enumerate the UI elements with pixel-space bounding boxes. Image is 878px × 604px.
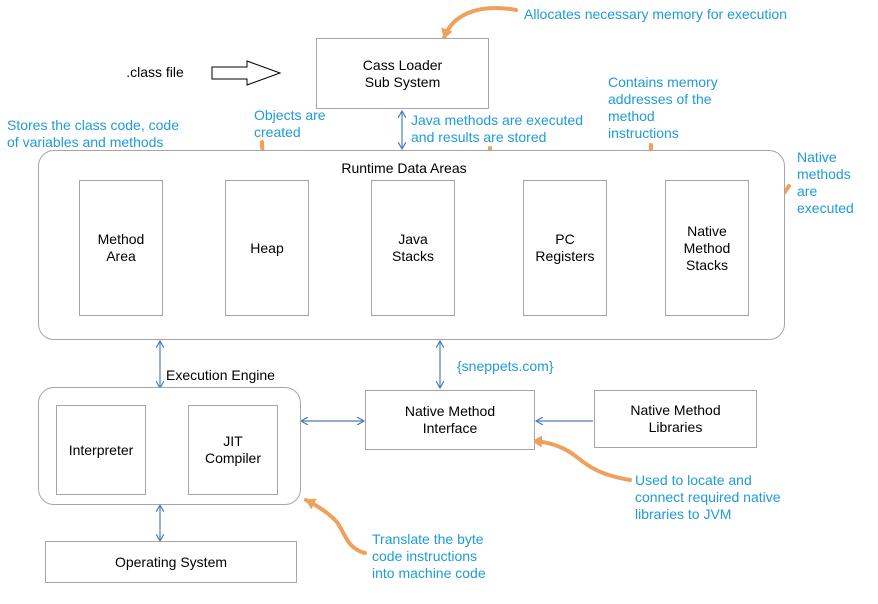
callout-arrow-native-locate <box>531 435 632 482</box>
annotation-translate: Translate the byte code instructions int… <box>372 531 486 581</box>
class-loader-box: Cass Loader Sub System <box>316 38 489 109</box>
runtime-data-areas-title: Runtime Data Areas <box>341 160 467 176</box>
annotation-pc-addresses: Contains memory addresses of the method … <box>608 74 718 141</box>
method-area-box: Method Area <box>79 180 163 316</box>
jit-compiler-box: JIT Compiler <box>188 405 278 495</box>
callout-arrow-memory <box>441 6 518 40</box>
annotation-java-methods: Java methods are executed and results ar… <box>411 112 583 145</box>
method-area-label: Method Area <box>97 231 145 264</box>
annotation-native-exec: Native methods are executed <box>797 149 854 216</box>
operating-system-box: Operating System <box>45 541 297 583</box>
jit-compiler-label: JIT Compiler <box>204 433 261 466</box>
native-method-stacks-box: Native Method Stacks <box>665 180 749 316</box>
sneppets-watermark: {sneppets.com} <box>457 358 554 374</box>
pc-registers-box: PC Registers <box>523 180 607 316</box>
native-method-interface-label: Native Method Interface <box>404 403 496 436</box>
annotation-objects: Objects are created <box>254 107 326 140</box>
interpreter-box: Interpreter <box>56 405 146 495</box>
interpreter-label: Interpreter <box>68 441 134 458</box>
heap-label: Heap <box>250 239 284 256</box>
class-loader-label: Cass Loader Sub System <box>362 56 443 90</box>
callout-arrow-translate <box>304 498 367 555</box>
native-method-libraries-box: Native Method Libraries <box>594 390 757 448</box>
java-stacks-label: Java Stacks <box>391 231 434 264</box>
java-stacks-box: Java Stacks <box>371 180 455 316</box>
operating-system-label: Operating System <box>114 553 228 570</box>
class-file-arrow <box>211 60 282 86</box>
pc-registers-label: PC Registers <box>535 231 595 264</box>
execution-engine-title: Execution Engine <box>166 367 275 383</box>
native-method-interface-box: Native Method Interface <box>365 390 535 450</box>
annotation-memory: Allocates necessary memory for execution <box>524 6 787 22</box>
native-method-libraries-label: Native Method Libraries <box>630 402 721 435</box>
annotation-class-code: Stores the class code, code of variables… <box>7 117 179 150</box>
annotation-native-locate: Used to locate and connect required nati… <box>635 472 781 522</box>
native-method-stacks-label: Native Method Stacks <box>683 222 731 273</box>
heap-box: Heap <box>225 180 309 316</box>
class-file-label: .class file <box>126 64 184 80</box>
